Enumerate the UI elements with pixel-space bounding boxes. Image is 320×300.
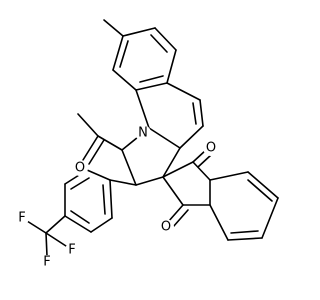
bond xyxy=(230,230,259,234)
bond xyxy=(135,176,164,186)
bond xyxy=(70,210,90,224)
bond xyxy=(139,75,164,83)
bond xyxy=(209,204,229,241)
bond xyxy=(247,171,279,199)
bond xyxy=(64,215,92,233)
bond-acetyl xyxy=(77,113,99,137)
bond xyxy=(192,161,211,181)
bond-cf3 xyxy=(45,215,66,234)
fluorine-label-2: F xyxy=(43,255,50,270)
bond xyxy=(109,179,137,186)
fluorine-atom-3: F xyxy=(65,243,79,258)
bond xyxy=(109,179,113,219)
bond xyxy=(209,171,249,181)
bond xyxy=(119,40,129,68)
atom-labels: N O O O F F F xyxy=(15,125,219,270)
bond xyxy=(247,179,273,202)
bond-carbonyl xyxy=(192,149,207,163)
bond xyxy=(162,161,194,178)
bond-carbonyl xyxy=(88,139,105,165)
bond-carbonyl xyxy=(82,135,99,161)
bond-cf3 xyxy=(45,232,67,247)
nitrogen-label: N xyxy=(138,126,148,141)
bond xyxy=(179,125,204,149)
bond-carbonyl xyxy=(197,154,212,168)
bond xyxy=(121,149,137,186)
bond xyxy=(102,184,106,215)
bond xyxy=(154,27,177,51)
bonds xyxy=(26,19,279,257)
oxygen-atom-top: O xyxy=(203,140,219,156)
bond-methyl xyxy=(103,19,124,37)
bond xyxy=(162,176,184,206)
bond xyxy=(86,169,111,181)
bond xyxy=(192,102,197,125)
molecule-structure-diagram: N O O O F F F xyxy=(15,19,279,270)
oxygen-atom-bottom: O xyxy=(158,219,174,235)
bond xyxy=(199,99,204,127)
bond xyxy=(166,82,201,101)
bond xyxy=(227,237,263,241)
bond xyxy=(261,197,279,239)
bond xyxy=(70,177,90,190)
bond-cf3 xyxy=(45,232,48,257)
bond-carbonyl xyxy=(167,204,184,223)
bond xyxy=(166,49,177,84)
fluorine-atom-1: F xyxy=(15,211,29,226)
oxygen-label-acetyl: O xyxy=(75,161,85,176)
bond xyxy=(112,69,137,91)
fluorine-label-1: F xyxy=(18,211,25,226)
bond xyxy=(150,34,168,53)
fluorine-label-3: F xyxy=(68,243,75,258)
bond xyxy=(112,35,124,71)
nitrogen-atom: N xyxy=(135,125,151,141)
bond xyxy=(135,89,150,129)
fluorine-atom-2: F xyxy=(40,255,54,270)
bond-acetyl xyxy=(97,135,123,151)
bond-cf3 xyxy=(26,220,47,234)
bond xyxy=(162,147,181,178)
bond xyxy=(122,27,156,37)
bond xyxy=(148,127,181,149)
oxygen-label-bottom: O xyxy=(161,220,171,235)
bond xyxy=(135,82,168,91)
oxygen-atom-acetyl: O xyxy=(72,160,88,176)
bond xyxy=(90,217,113,233)
bond-carbonyl xyxy=(172,209,189,228)
oxygen-label-top: O xyxy=(206,141,216,156)
